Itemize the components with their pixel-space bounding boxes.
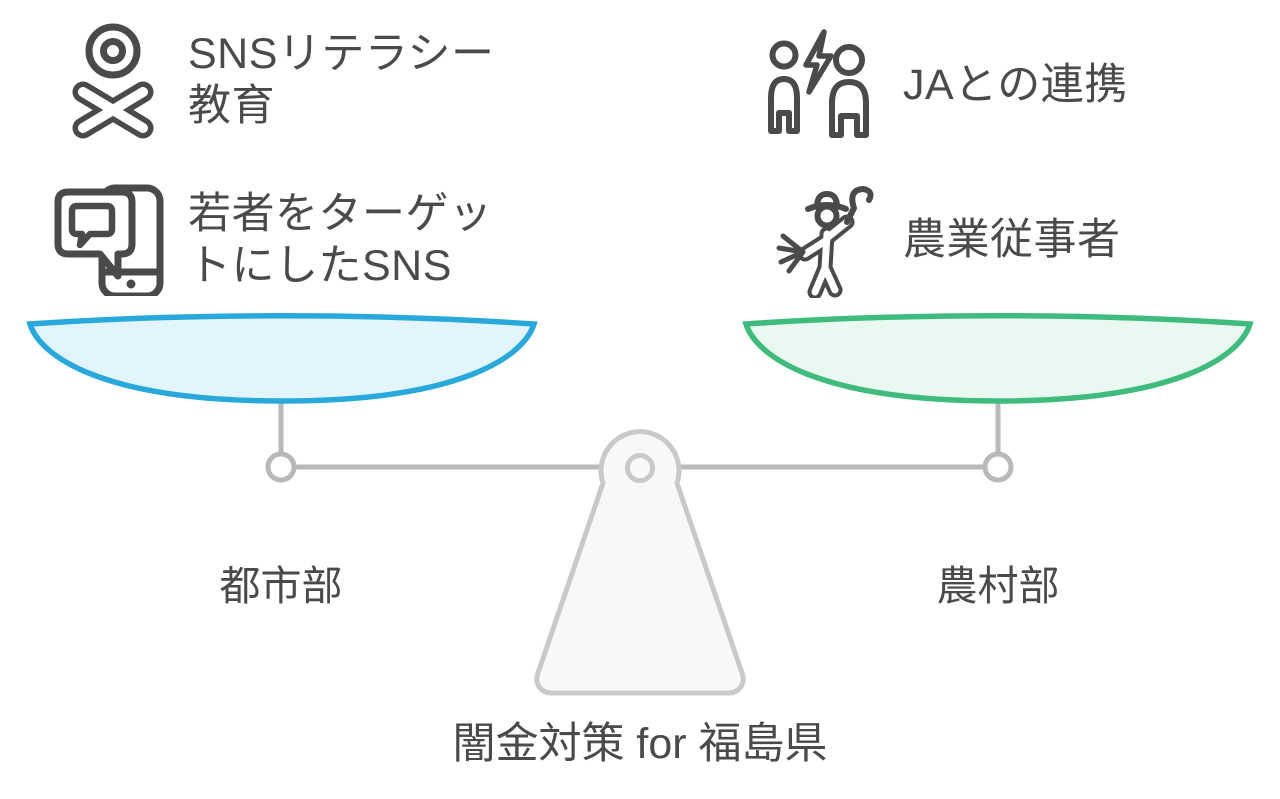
phone-chat-icon bbox=[54, 184, 164, 296]
item-label-ja-cooperation: JAとの連携 bbox=[903, 61, 1128, 109]
farmer-icon bbox=[776, 186, 874, 298]
diagram-title: 闇金対策 for 福島県 bbox=[452, 720, 828, 768]
person-jump-icon bbox=[72, 23, 154, 139]
right-pan-group bbox=[742, 313, 1254, 404]
right-pan bbox=[742, 313, 1254, 404]
left-pan-group bbox=[26, 313, 538, 404]
people-conflict-icon bbox=[768, 29, 869, 138]
left-joint-circle bbox=[265, 451, 297, 483]
right-side-label: 農村部 bbox=[936, 563, 1060, 609]
right-joint-circle bbox=[982, 451, 1014, 483]
left-side-label: 都市部 bbox=[219, 563, 343, 609]
item-label-sns-literacy: SNSリテラシー 教育 bbox=[188, 30, 495, 130]
fulcrum-hole bbox=[625, 453, 655, 483]
item-label-youth-sns: 若者をターゲッ トにしたSNS bbox=[188, 190, 493, 290]
left-pan bbox=[26, 313, 538, 404]
item-label-farm-workers: 農業従事者 bbox=[903, 216, 1121, 264]
fulcrum-group bbox=[534, 429, 746, 696]
fulcrum-body bbox=[534, 429, 746, 696]
